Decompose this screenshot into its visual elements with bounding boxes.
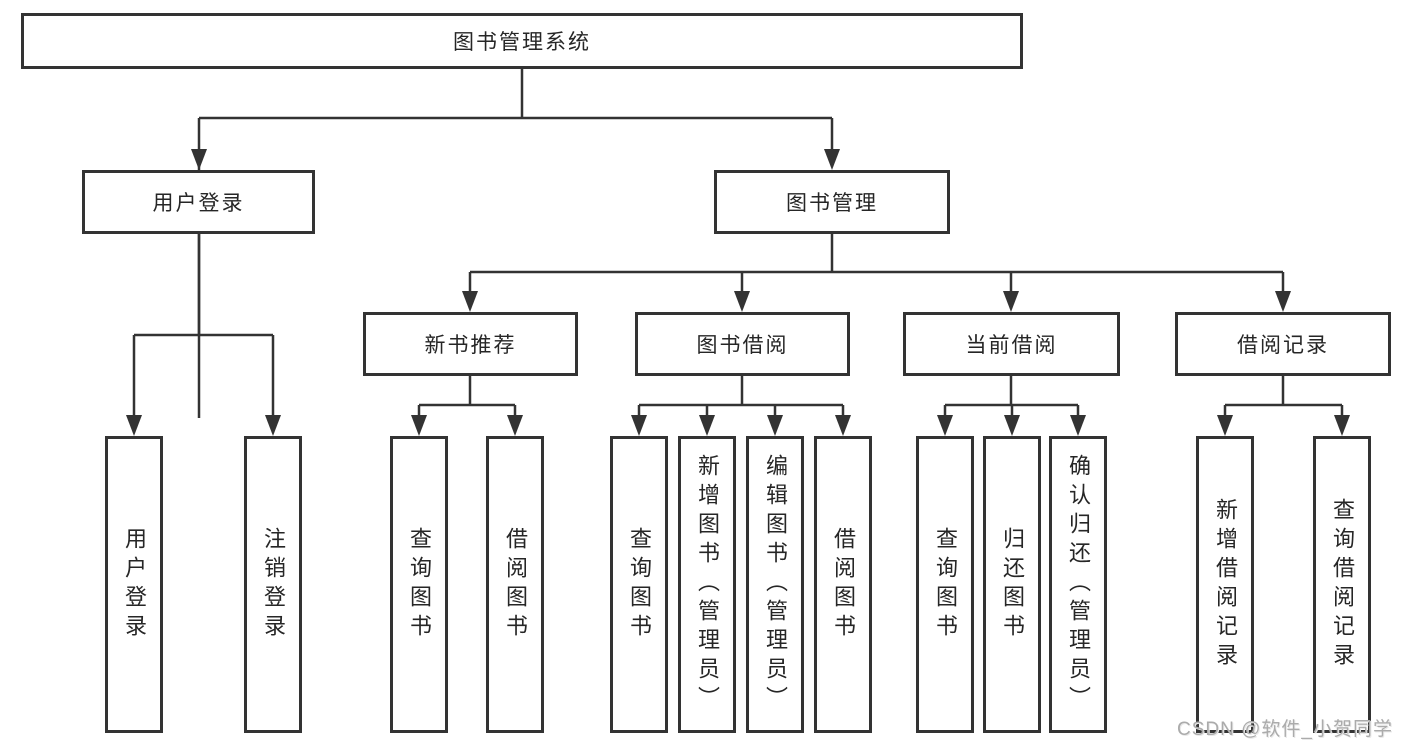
node-label: 编辑图书（管理员） [763,454,788,715]
leaf-query-books-2: 查询图书 [610,436,668,733]
node-label: 归还图书 [1000,526,1025,643]
node-label: 查询图书 [933,526,958,643]
node-label: 确认归还（管理员） [1066,454,1091,715]
leaf-return-books: 归还图书 [983,436,1041,733]
leaf-logout: 注销登录 [244,436,302,733]
leaf-query-books-3: 查询图书 [916,436,974,733]
node-label: 图书管理系统 [453,31,591,54]
node-label: 新增图书（管理员） [695,454,720,715]
leaf-confirm-return-admin: 确认归还（管理员） [1049,436,1107,733]
leaf-borrow-books-1: 借阅图书 [486,436,544,733]
node-user-login: 用户登录 [82,170,315,234]
node-label: 查询借阅记录 [1330,497,1355,672]
leaf-add-books-admin: 新增图书（管理员） [678,436,736,733]
node-book-borrow: 图书借阅 [635,312,850,376]
leaf-borrow-books-2: 借阅图书 [814,436,872,733]
node-current-borrow: 当前借阅 [903,312,1120,376]
node-borrow-record: 借阅记录 [1175,312,1391,376]
node-label: 图书管理 [786,192,878,215]
node-label: 借阅图书 [831,526,856,643]
node-label: 借阅记录 [1237,334,1329,357]
leaf-add-borrow-record: 新增借阅记录 [1196,436,1254,733]
watermark: CSDN @软件_小贺同学 [1177,719,1393,740]
leaf-edit-books-admin: 编辑图书（管理员） [746,436,804,733]
node-label: 用户登录 [122,526,147,643]
node-label: 注销登录 [261,526,286,643]
node-label: 新增借阅记录 [1213,497,1238,672]
arrowheads [126,149,1350,436]
node-book-management: 图书管理 [714,170,950,234]
leaf-user-login: 用户登录 [105,436,163,733]
node-new-book-recommend: 新书推荐 [363,312,578,376]
leaf-query-borrow-record: 查询借阅记录 [1313,436,1371,733]
node-label: 用户登录 [152,192,245,215]
node-label: 当前借阅 [965,334,1058,357]
node-label: 新书推荐 [424,334,517,357]
leaf-query-books-1: 查询图书 [390,436,448,733]
node-library-management-system: 图书管理系统 [21,13,1023,69]
node-label: 借阅图书 [503,526,528,643]
node-label: 图书借阅 [696,334,789,357]
node-label: 查询图书 [627,526,652,643]
node-label: 查询图书 [407,526,432,643]
